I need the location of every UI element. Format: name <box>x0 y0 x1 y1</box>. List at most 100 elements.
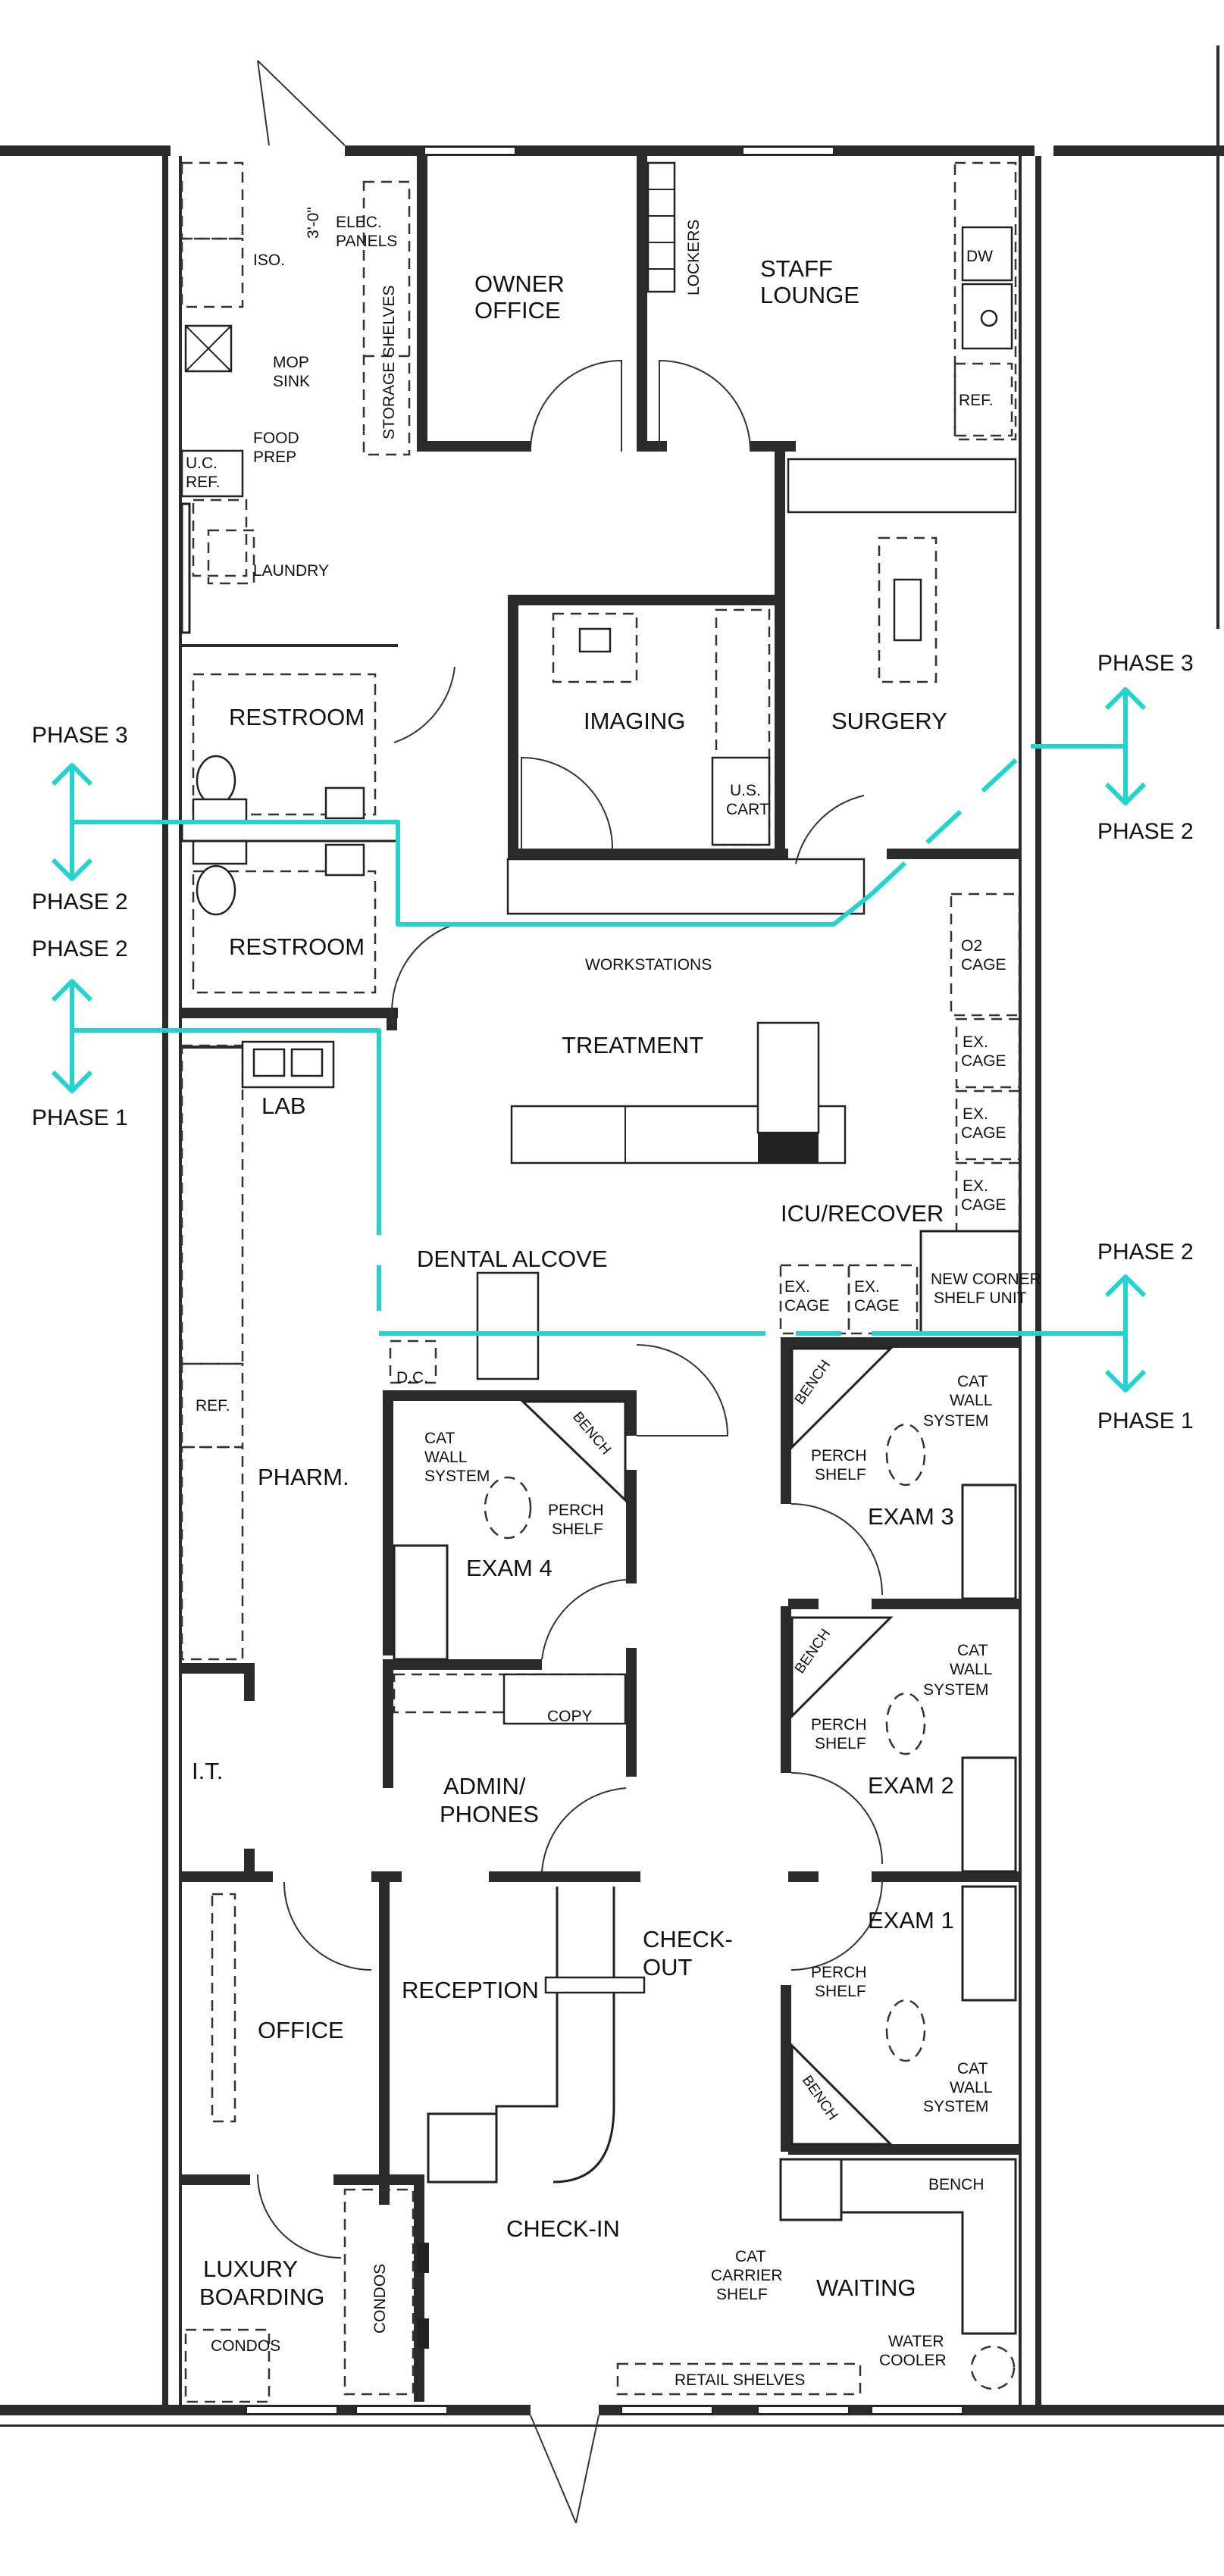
exam-3-label: EXAM 3 <box>868 1503 954 1530</box>
it-label: I.T. <box>192 1758 223 1784</box>
exam-2-cat-wall-label: CAT <box>957 1642 988 1659</box>
exam-4-label: EXAM 4 <box>466 1555 553 1581</box>
check-in-label: CHECK-IN <box>506 2215 620 2242</box>
checkout-label-2: OUT <box>643 1954 693 1980</box>
o2-cage-label-2: CAGE <box>961 956 1006 974</box>
ex-cage-2-label-2: CAGE <box>961 1124 1006 1142</box>
casework <box>180 161 1021 2403</box>
mop-sink-label-2: SINK <box>273 373 310 390</box>
exam-1-bench-label: BENCH <box>799 2073 841 2124</box>
ex-cage-5-label-2: CAGE <box>854 1297 900 1315</box>
water-cooler-label: WATER <box>888 2333 944 2350</box>
food-prep-label-2: PREP <box>253 449 296 466</box>
exam-4-cat-wall-label: CAT <box>424 1430 455 1447</box>
staff-lounge-label: STAFF <box>760 255 833 282</box>
mop-sink-label: MOP <box>273 354 309 371</box>
dimension-label: 3'-0" <box>305 207 322 239</box>
storage-shelves-label: STORAGE SHELVES <box>380 286 398 439</box>
ex-cage-2-label: EX. <box>963 1105 988 1123</box>
food-prep-label: FOOD <box>253 430 299 447</box>
phase-2-left-upper-label: PHASE 2 <box>32 889 128 914</box>
cat-carrier-label: CAT <box>735 2248 766 2265</box>
ex-cage-3-label-2: CAGE <box>961 1196 1006 1214</box>
exam-4-cat-wall-label-2: WALL <box>424 1449 467 1466</box>
lounge-ref-label: REF. <box>959 392 994 409</box>
waiting-label: WAITING <box>816 2274 916 2301</box>
lab-label: LAB <box>261 1093 306 1119</box>
ex-cage-5-label: EX. <box>854 1278 880 1296</box>
phase-2-right-lower-label: PHASE 2 <box>1097 1240 1194 1265</box>
luxury-boarding-label: LUXURY <box>203 2256 298 2282</box>
exam-3-cat-wall-label-3: SYSTEM <box>923 1412 988 1430</box>
owner-office-label: OWNER <box>474 270 565 297</box>
phase-1-right-label: PHASE 1 <box>1097 1408 1194 1433</box>
workstations-label: WORKSTATIONS <box>585 956 712 974</box>
surgery-label: SURGERY <box>831 708 947 734</box>
elec-panels-label-2: PANELS <box>336 233 397 250</box>
iso-label: ISO. <box>253 252 285 269</box>
exam-3-bench-label: BENCH <box>792 1357 834 1408</box>
imaging-label: IMAGING <box>584 708 685 734</box>
o2-cage-label: O2 <box>961 937 982 955</box>
door-swings <box>257 359 883 2259</box>
water-cooler-label-2: COOLER <box>879 2352 947 2369</box>
treatment-label: TREATMENT <box>562 1032 703 1058</box>
retail-shelves-label: RETAIL SHELVES <box>675 2371 805 2389</box>
dc-label: D.C. <box>396 1369 428 1386</box>
exam-4-perch-label: PERCH <box>548 1502 604 1519</box>
checkout-label: CHECK- <box>643 1926 733 1952</box>
exam-3-perch-label-2: SHELF <box>815 1466 866 1483</box>
ex-cage-4-label-2: CAGE <box>784 1297 830 1315</box>
cat-carrier-label-2: CARRIER <box>711 2267 783 2284</box>
phase-3-left-label: PHASE 3 <box>32 723 128 748</box>
phase-labels: PHASE 3 PHASE 2 PHASE 3 PHASE 2 PHASE 2 … <box>32 651 1194 1433</box>
pharm-label: PHARM. <box>258 1464 349 1490</box>
owner-office-label-2: OFFICE <box>474 297 561 324</box>
reception-label: RECEPTION <box>402 1977 539 2003</box>
exam-1-cat-wall-label-3: SYSTEM <box>923 2098 988 2115</box>
us-cart-label: U.S. <box>730 782 761 799</box>
cat-carrier-label-3: SHELF <box>716 2286 768 2303</box>
office-label: OFFICE <box>258 2017 344 2043</box>
exterior-walls <box>0 45 1224 2427</box>
exam-2-cat-wall-label-3: SYSTEM <box>923 1681 988 1699</box>
admin-label-2: PHONES <box>440 1801 539 1827</box>
exam-3-cat-wall-label: CAT <box>957 1373 988 1390</box>
waiting-bench-label: BENCH <box>928 2176 985 2193</box>
laundry-label: LAUNDRY <box>253 562 329 580</box>
admin-label: ADMIN/ <box>443 1773 526 1799</box>
phase-1-left-label: PHASE 1 <box>32 1105 128 1130</box>
condos-label-2: CONDOS <box>371 2264 389 2334</box>
lockers-label: LOCKERS <box>685 220 703 295</box>
new-corner-label-2: SHELF UNIT <box>934 1290 1027 1307</box>
phase-2-right-upper-label: PHASE 2 <box>1097 819 1194 844</box>
exam-1-label: EXAM 1 <box>868 1907 954 1934</box>
exam-4-perch-label-2: SHELF <box>552 1521 603 1538</box>
restroom-1-label: RESTROOM <box>229 704 365 730</box>
exam-1-perch-label: PERCH <box>811 1964 867 1981</box>
exam-2-perch-label-2: SHELF <box>815 1735 866 1752</box>
exam-4-cat-wall-label-3: SYSTEM <box>424 1468 490 1485</box>
new-corner-label: NEW CORNER <box>931 1271 1041 1288</box>
uc-ref-label-2: REF. <box>186 474 221 491</box>
interior-walls <box>182 156 1020 2402</box>
windows <box>246 146 963 2415</box>
luxury-boarding-label-2: BOARDING <box>199 2284 324 2310</box>
pharm-ref-label: REF. <box>196 1397 230 1415</box>
exam-3-cat-wall-label-2: WALL <box>950 1392 992 1409</box>
us-cart-label-2: CART <box>726 801 769 818</box>
exam-1-perch-label-2: SHELF <box>815 1983 866 2000</box>
phase-boundaries <box>51 687 1147 1393</box>
dental-alcove-label: DENTAL ALCOVE <box>417 1246 608 1272</box>
icu-recover-label: ICU/RECOVER <box>781 1200 944 1227</box>
exam-1-cat-wall-label-2: WALL <box>950 2079 992 2096</box>
ex-cage-4-label: EX. <box>784 1278 810 1296</box>
staff-lounge-label-2: LOUNGE <box>760 282 859 308</box>
exam-2-perch-label: PERCH <box>811 1716 867 1733</box>
ex-cage-3-label: EX. <box>963 1177 988 1195</box>
elec-panels-label: ELEC. <box>336 214 382 231</box>
ex-cage-1-label-2: CAGE <box>961 1052 1006 1070</box>
condos-label-1: CONDOS <box>211 2337 280 2355</box>
uc-ref-label: U.C. <box>186 455 218 472</box>
